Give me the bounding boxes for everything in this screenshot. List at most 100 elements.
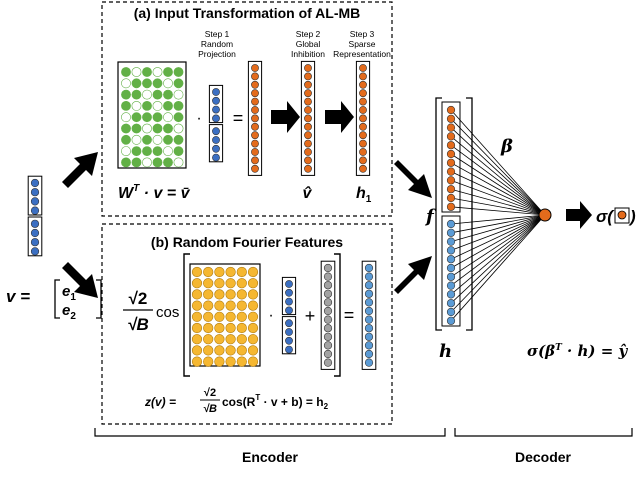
sparse-node: [359, 97, 367, 106]
input-node: [30, 188, 40, 197]
fourier-cell: [191, 311, 203, 322]
weight-cell: [163, 89, 173, 100]
vector-a-node: [212, 153, 220, 162]
step2-line2: Global: [296, 39, 321, 49]
weight-cell: [163, 78, 173, 89]
decoder-label: Decoder: [515, 449, 572, 465]
bias-box: [320, 260, 336, 370]
hidden-node: [446, 105, 456, 115]
rff-left-bracket: [183, 253, 190, 377]
weight-cell: [163, 67, 173, 77]
activation-output: σ( ): [596, 207, 636, 226]
connection-line: [450, 206, 546, 216]
arrow-to-panel-a: [62, 152, 98, 188]
fourier-matrix: [191, 266, 259, 367]
sparse-node: [359, 106, 367, 114]
fourier-cell: [225, 356, 236, 367]
rff-right-bracket: [334, 253, 341, 377]
connection-line: [450, 214, 546, 251]
hidden-node: [446, 237, 456, 246]
connection-line: [450, 188, 546, 216]
rff-output-node: [364, 315, 374, 324]
projected-node: [251, 131, 259, 140]
hidden-node: [446, 263, 456, 273]
fourier-cell: [191, 356, 203, 367]
hidden-node: [446, 246, 456, 255]
arrow-panel-a-to-hidden: [394, 160, 432, 198]
weight-cell: [131, 134, 142, 145]
fourier-cell: [214, 322, 225, 334]
weight-cell: [121, 78, 131, 89]
hidden-node: [446, 290, 456, 299]
inhibited-vector: [300, 60, 316, 176]
fourier-cell: [236, 289, 247, 300]
coef-numerator: √2: [129, 289, 148, 308]
rff-output-node: [364, 289, 374, 298]
connection-line: [450, 109, 546, 216]
fourier-cell: [203, 278, 214, 289]
connection-line: [450, 214, 546, 313]
weight-cell: [173, 101, 184, 111]
fourier-cell: [236, 311, 247, 322]
weight-cell: [152, 101, 163, 111]
sparse-node: [359, 131, 367, 140]
connection-line: [450, 214, 546, 278]
plus-operator: +: [305, 306, 316, 326]
weight-cell: [142, 89, 152, 100]
vector-a-node: [212, 88, 220, 96]
bias-node: [323, 272, 333, 281]
bias-node: [323, 263, 333, 273]
weight-cell: [121, 112, 131, 123]
dot-operator-a: ·: [196, 110, 201, 127]
fourier-cell: [203, 266, 214, 278]
weight-cell: [121, 67, 131, 77]
projected-node: [251, 164, 259, 173]
fourier-cell: [203, 334, 214, 345]
projected-node: [251, 97, 259, 106]
input-right-bracket: [96, 279, 102, 319]
projected-node: [251, 148, 259, 156]
encoder-brace: [94, 428, 446, 437]
fourier-cell: [225, 322, 236, 334]
weight-cell: [163, 123, 173, 134]
weight-cell: [142, 134, 152, 145]
weight-cell: [142, 78, 152, 89]
bias-vector: [320, 260, 336, 370]
hidden-node: [446, 185, 456, 194]
inhibited-node: [304, 164, 312, 173]
hidden-right-bracket: [466, 97, 473, 331]
weight-cell: [142, 112, 152, 123]
fourier-cell: [247, 345, 259, 356]
input-node: [30, 219, 40, 228]
weight-cell: [131, 89, 142, 100]
hidden-node: [446, 176, 456, 185]
vector-a-node: [212, 96, 220, 105]
inhibited-node: [304, 89, 312, 98]
fourier-cell: [236, 345, 247, 356]
rff-output-node: [364, 263, 374, 273]
formula-rhs: cos(RT · v + b) = h2: [222, 393, 329, 411]
arrow-to-panel-b: [62, 262, 98, 298]
connection-line: [450, 214, 546, 234]
connection-line: [450, 214, 546, 242]
bias-node: [323, 358, 333, 367]
hidden-upper-box: [441, 101, 461, 213]
label-beta: β: [500, 136, 513, 157]
output-formula: σ(βT · h) = ŷ: [527, 342, 629, 360]
weight-cell: [152, 89, 163, 100]
rff-output-node: [364, 349, 374, 359]
fourier-cell: [191, 345, 203, 356]
vector-b-node: [285, 319, 293, 328]
hidden-node: [446, 299, 456, 308]
weight-cell: [131, 123, 142, 134]
vector-b-node: [285, 306, 293, 315]
weight-cell: [173, 112, 184, 123]
step2-line1: Step 2: [296, 29, 321, 39]
fourier-cell: [236, 322, 247, 334]
connection-line: [450, 197, 546, 216]
input-v-label: v =: [6, 287, 30, 306]
formula-den: √B: [203, 403, 217, 415]
vector-a-node: [212, 136, 220, 144]
step2-line3: Inhibition: [291, 49, 325, 59]
weight-cell: [173, 78, 184, 89]
